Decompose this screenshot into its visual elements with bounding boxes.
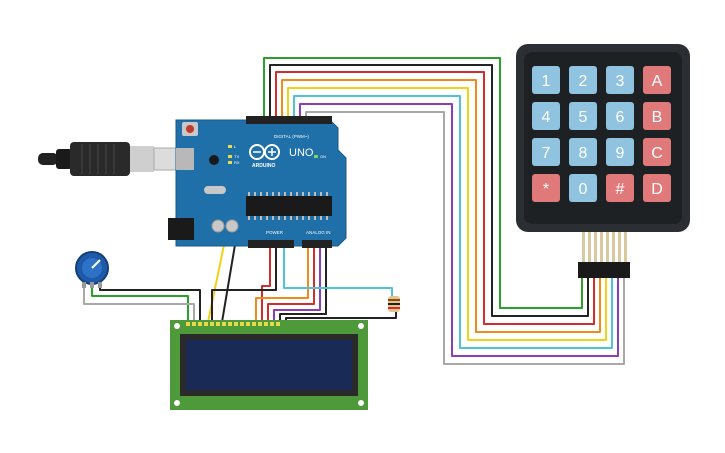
lcd-pin[interactable] xyxy=(192,322,196,326)
keypad-key-label: 3 xyxy=(616,73,625,90)
keypad-key-2[interactable] xyxy=(569,66,597,94)
arduino-model: UNO xyxy=(289,147,314,159)
lcd-pin[interactable] xyxy=(276,322,280,326)
wire-lcd-black-gnd[interactable] xyxy=(211,246,277,322)
keypad-key-8[interactable] xyxy=(569,138,597,166)
lcd-pin[interactable] xyxy=(234,322,238,326)
wires xyxy=(83,57,625,365)
usb-cable xyxy=(38,142,183,176)
lcd-pin[interactable] xyxy=(222,322,226,326)
keypad-key-label: 2 xyxy=(579,73,588,90)
keypad-key-1[interactable] xyxy=(532,66,560,94)
rx-label: RX xyxy=(234,160,240,165)
wire-lcd-black-c[interactable] xyxy=(279,246,327,322)
wire-lcd-orange[interactable] xyxy=(255,246,309,322)
keypad-key-label: D xyxy=(651,181,663,198)
keypad-key-label: 1 xyxy=(542,73,551,90)
power-label: POWER xyxy=(266,230,284,235)
keypad-key-label: 7 xyxy=(542,145,551,162)
keypad-key-d[interactable] xyxy=(643,174,671,202)
wire-keypad-purple[interactable] xyxy=(299,103,619,357)
keypad-key-star[interactable] xyxy=(532,174,560,202)
keypad-key-a[interactable] xyxy=(643,66,671,94)
keypad-key-label: * xyxy=(543,181,549,198)
lcd-pin-header xyxy=(186,322,280,326)
lcd-pin[interactable] xyxy=(246,322,250,326)
lcd-pin[interactable] xyxy=(258,322,262,326)
keypad-key-3[interactable] xyxy=(606,66,634,94)
wire-pot-gray[interactable] xyxy=(83,284,195,322)
wire-keypad-black[interactable] xyxy=(269,64,589,317)
keypad-key-label: 8 xyxy=(579,145,588,162)
lcd-screen xyxy=(186,340,352,390)
keypad-key-7[interactable] xyxy=(532,138,560,166)
lcd-pin[interactable] xyxy=(210,322,214,326)
lcd-pin[interactable] xyxy=(270,322,274,326)
keypad-key-hash[interactable] xyxy=(606,174,634,202)
analog-label: ANALOG IN xyxy=(306,230,331,235)
atmega-chip xyxy=(246,196,332,216)
lcd-pin[interactable] xyxy=(216,322,220,326)
keypad-key-label: B xyxy=(652,109,663,126)
wire-keypad-cyan[interactable] xyxy=(293,95,613,349)
keypad-key-b[interactable] xyxy=(643,102,671,130)
wire-lcd-red-power[interactable] xyxy=(261,246,271,322)
keypad-key-4[interactable] xyxy=(532,102,560,130)
wire-keypad-gray[interactable] xyxy=(305,111,625,365)
wire-keypad-yellow[interactable] xyxy=(287,87,607,341)
keypad-key-6[interactable] xyxy=(606,102,634,130)
lcd-pin[interactable] xyxy=(186,322,190,326)
power-header xyxy=(248,240,294,248)
keypad-key-label: 0 xyxy=(579,181,588,198)
digital-header xyxy=(246,116,332,124)
lcd-pin[interactable] xyxy=(264,322,268,326)
arduino-logo-icon xyxy=(249,144,280,160)
keypad-key-0[interactable] xyxy=(569,174,597,202)
lcd-pin[interactable] xyxy=(204,322,208,326)
digital-header-label: DIGITAL (PWM~) xyxy=(274,134,309,139)
keypad-key-5[interactable] xyxy=(569,102,597,130)
wire-lcd-cyan-analog[interactable] xyxy=(283,246,393,300)
keypad-key-label: 9 xyxy=(616,145,625,162)
keypad-key-label: # xyxy=(616,181,625,198)
lcd-pin[interactable] xyxy=(198,322,202,326)
arduino-uno[interactable]: DIGITAL (PWM~) ARDUINO UNO L TX RX ON xyxy=(168,116,347,248)
keypad-4x4[interactable]: 1 2 3 A 4 5 6 B 7 8 9 C * 0 # D xyxy=(516,44,690,278)
arduino-logo-text: ARDUINO xyxy=(252,163,275,169)
keypad-keys: 1 2 3 A 4 5 6 B 7 8 9 C * 0 # D xyxy=(532,66,671,202)
analog-header xyxy=(302,240,332,248)
lcd-pin[interactable] xyxy=(240,322,244,326)
power-jack xyxy=(168,218,194,240)
keypad-key-9[interactable] xyxy=(606,138,634,166)
keypad-connector xyxy=(578,232,630,278)
wire-lcd-purple[interactable] xyxy=(273,246,321,322)
wire-lcd-red-b[interactable] xyxy=(267,246,315,322)
lcd-16x2[interactable] xyxy=(170,320,368,410)
wire-pot-green[interactable] xyxy=(91,284,189,322)
keypad-key-label: 4 xyxy=(542,109,551,126)
keypad-key-label: C xyxy=(651,145,663,162)
keypad-key-c[interactable] xyxy=(643,138,671,166)
wire-keypad-red[interactable] xyxy=(275,71,595,325)
l-led-label: L xyxy=(234,144,237,149)
on-label: ON xyxy=(320,154,326,159)
lcd-pin[interactable] xyxy=(228,322,232,326)
resistor[interactable] xyxy=(388,296,400,312)
wire-keypad-orange[interactable] xyxy=(281,79,601,333)
lcd-pin[interactable] xyxy=(252,322,256,326)
wire-keypad-green[interactable] xyxy=(263,57,583,309)
potentiometer[interactable] xyxy=(75,251,109,288)
tx-label: TX xyxy=(234,154,239,159)
keypad-key-label: 6 xyxy=(616,109,625,126)
keypad-key-label: A xyxy=(652,73,663,90)
keypad-key-label: 5 xyxy=(579,109,588,126)
